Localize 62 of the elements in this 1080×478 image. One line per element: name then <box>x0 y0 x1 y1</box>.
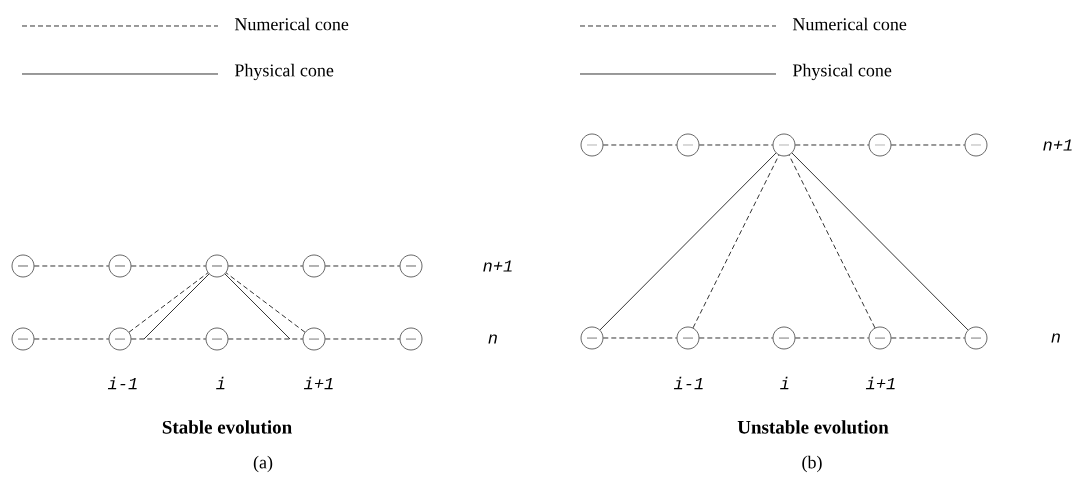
row-label: n <box>1051 333 1060 343</box>
row-label: n+1 <box>483 260 512 272</box>
grid-line <box>794 144 870 146</box>
row-label: n+1 <box>1043 139 1072 151</box>
grid-point-circle <box>964 326 988 350</box>
grid-line <box>698 144 774 146</box>
cone-line <box>143 273 210 340</box>
cone-line <box>599 152 777 331</box>
cone-line <box>225 272 306 333</box>
grid-point-circle <box>580 326 604 350</box>
grid-point-circle <box>964 133 988 157</box>
legend-text: Physical cone <box>792 63 892 81</box>
grid-point-circle <box>205 254 229 278</box>
grid-point-circle <box>11 254 35 278</box>
grid-line <box>890 144 966 146</box>
cone-line <box>692 154 780 329</box>
grid-line <box>698 337 774 339</box>
grid-line <box>324 265 401 267</box>
grid-line <box>33 338 110 340</box>
panel-caption: (a) <box>253 455 273 473</box>
grid-point-circle <box>302 327 326 351</box>
grid-point-circle <box>868 326 892 350</box>
grid-point-circle <box>11 327 35 351</box>
grid-line <box>33 265 110 267</box>
column-label: i <box>780 376 789 390</box>
grid-point-circle <box>772 133 796 157</box>
grid-point-circle <box>205 327 229 351</box>
column-label: i <box>216 376 225 390</box>
grid-point-circle <box>676 133 700 157</box>
grid-line <box>602 144 678 146</box>
grid-point-circle <box>302 254 326 278</box>
cone-line <box>224 273 291 340</box>
grid-line <box>324 338 401 340</box>
legend-text: Numerical cone <box>234 17 349 31</box>
cone-line <box>128 272 209 333</box>
cone-line <box>788 154 876 329</box>
column-label: i+1 <box>865 376 895 390</box>
column-label: i-1 <box>673 376 703 390</box>
grid-line <box>130 338 207 340</box>
grid-line <box>890 337 966 339</box>
panel-title: Stable evolution <box>162 420 292 434</box>
grid-line <box>602 337 678 339</box>
legend-text: Numerical cone <box>792 17 907 31</box>
column-label: i-1 <box>107 376 137 390</box>
grid-line <box>794 337 870 339</box>
grid-point-circle <box>108 254 132 278</box>
column-label: i+1 <box>303 376 333 390</box>
grid-point-circle <box>399 254 423 278</box>
grid-point-circle <box>580 133 604 157</box>
cone-line <box>791 152 969 331</box>
grid-point-circle <box>676 326 700 350</box>
grid-point-circle <box>772 326 796 350</box>
grid-line <box>227 265 304 267</box>
grid-point-circle <box>399 327 423 351</box>
panel-caption: (b) <box>802 455 822 473</box>
grid-line <box>130 265 207 267</box>
panel-title: Unstable evolution <box>737 420 889 434</box>
grid-line <box>227 338 304 340</box>
grid-point-circle <box>868 133 892 157</box>
row-label: n <box>488 334 497 344</box>
legend-text: Physical cone <box>234 63 334 81</box>
grid-point-circle <box>108 327 132 351</box>
